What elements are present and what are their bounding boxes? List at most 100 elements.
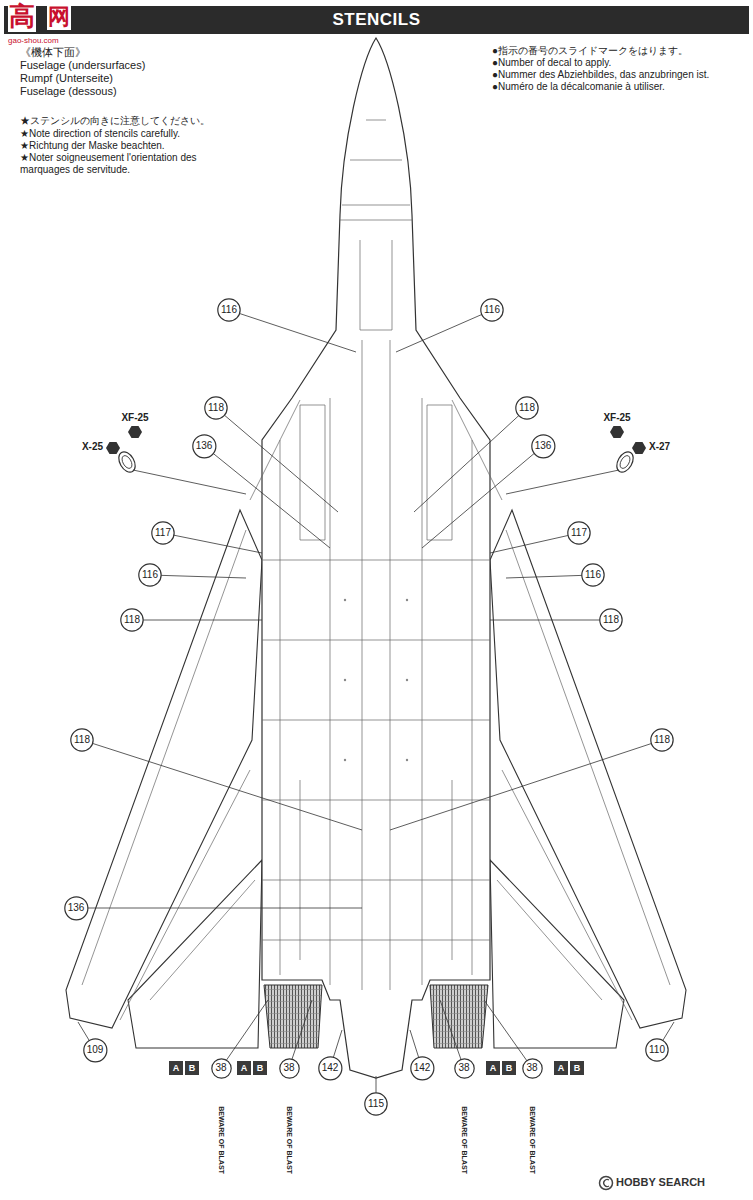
callout-circle	[192, 434, 215, 457]
callout-circle	[318, 1056, 341, 1079]
version-box: B	[185, 1061, 199, 1075]
fastener-dot	[344, 679, 346, 681]
warning-text: BEWARE OF BLAST	[528, 1106, 536, 1174]
node-text: A	[558, 1064, 565, 1073]
section-heading: 《機体下面》	[20, 46, 86, 59]
callout-number: 136	[192, 434, 217, 459]
callout-number: 142	[318, 1056, 343, 1081]
note-text: ★Noter soigneusement l'orientation des m…	[20, 152, 225, 176]
version-box: A	[554, 1061, 568, 1075]
callout-number: 38	[279, 1058, 300, 1079]
section-heading: Fuselage (undersurfaces)	[20, 59, 145, 72]
callout-circle	[651, 729, 673, 751]
callout-number: 136	[64, 896, 89, 921]
node-text: 136	[535, 441, 552, 451]
callout-number: 118	[650, 728, 674, 752]
callout-circle	[83, 1038, 106, 1061]
section-heading: Fuselage (dessous)	[20, 85, 117, 98]
callout-circle	[64, 896, 87, 919]
node-text: 38	[458, 1063, 469, 1073]
callout-circle	[121, 609, 143, 631]
callout-number: 116	[581, 563, 605, 587]
node-text: 38	[215, 1063, 226, 1073]
node-text: 116	[221, 305, 237, 315]
panel-fasteners	[344, 599, 408, 761]
engine-nozzle	[430, 985, 488, 1048]
callout-number: 38	[454, 1058, 475, 1079]
box-fill	[570, 1061, 584, 1075]
note-text: ●Number of decal to apply.	[492, 57, 611, 69]
node-text: B	[257, 1064, 264, 1073]
callout-number: 118	[204, 396, 228, 420]
callout-circle	[481, 299, 503, 321]
watermark: gao-shou.com	[8, 36, 59, 46]
node-text: 118	[74, 735, 90, 745]
paint-pot	[106, 442, 120, 454]
node-text: 117	[571, 528, 587, 538]
watermark: HOBBY SEARCH	[616, 1176, 705, 1189]
node-text: 38	[526, 1063, 537, 1073]
box-fill	[237, 1061, 251, 1075]
callout-number: 110	[645, 1038, 669, 1062]
note-text: ●指示の番号のスライドマークをはります。	[492, 45, 688, 57]
callout-number: 115	[364, 1092, 388, 1116]
decal-oval	[618, 454, 632, 470]
box-fill	[502, 1061, 516, 1075]
paint-pot	[128, 426, 142, 438]
section-heading: Rumpf (Unterseite)	[20, 72, 113, 85]
note-text: ★Note direction of stencils carefully.	[20, 128, 180, 140]
paint-code: XF-25	[121, 412, 148, 424]
node-text: 116	[484, 305, 500, 315]
node-text: B	[189, 1064, 196, 1073]
note-text: ●Nummer des Abziehbildes, das anzubringe…	[492, 69, 709, 81]
title-bar: STENCILS	[4, 6, 749, 34]
paint-code: X-27	[649, 441, 670, 453]
watermark-logo	[600, 1177, 613, 1190]
node-text: A	[173, 1064, 180, 1073]
decal-oval	[613, 449, 636, 475]
callout-circle	[410, 1056, 433, 1079]
callout-number: 117	[151, 521, 175, 545]
callout-circle	[522, 1058, 541, 1077]
callout-circle	[531, 434, 554, 457]
node-text: 118	[654, 735, 670, 745]
node-text: 142	[322, 1063, 339, 1073]
callout-circle	[71, 729, 93, 751]
node-text: 117	[155, 528, 171, 538]
box-fill	[253, 1061, 267, 1075]
node-text: 116	[142, 570, 158, 580]
callout-number: 116	[217, 298, 241, 322]
version-box: B	[253, 1061, 267, 1075]
note-text: ★Richtung der Maske beachten.	[20, 140, 165, 152]
node-text: 38	[283, 1063, 294, 1073]
note-text: ●Numéro de la décalcomanie à utiliser.	[492, 81, 665, 93]
panel-lines	[82, 120, 670, 1020]
fastener-dot	[344, 599, 346, 601]
box-fill	[554, 1061, 568, 1075]
page-title: STENCILS	[332, 10, 420, 30]
node-text: 118	[519, 403, 535, 413]
decal-oval	[120, 454, 134, 470]
paint-markers	[106, 426, 646, 475]
callout-number: 142	[410, 1056, 435, 1081]
version-box: A	[169, 1061, 183, 1075]
box-fill	[185, 1061, 199, 1075]
version-box: B	[570, 1061, 584, 1075]
node-text: 115	[368, 1099, 384, 1109]
callout-number: 38	[211, 1058, 232, 1079]
wing-left	[66, 510, 262, 1028]
wing-right	[490, 510, 686, 1028]
node-text: 142	[414, 1063, 431, 1073]
paint-pot	[610, 426, 624, 438]
note-text: ★ステンシルの向きに注意してください。	[20, 115, 210, 127]
node-text: 118	[208, 403, 224, 413]
callout-number: 109	[83, 1038, 108, 1063]
node-text: 118	[124, 615, 140, 625]
fuselage-outline	[262, 38, 490, 1078]
decal-oval	[115, 449, 138, 475]
callout-circle	[139, 564, 161, 586]
engine-nozzle	[264, 985, 322, 1048]
watermark: 网	[47, 4, 71, 30]
